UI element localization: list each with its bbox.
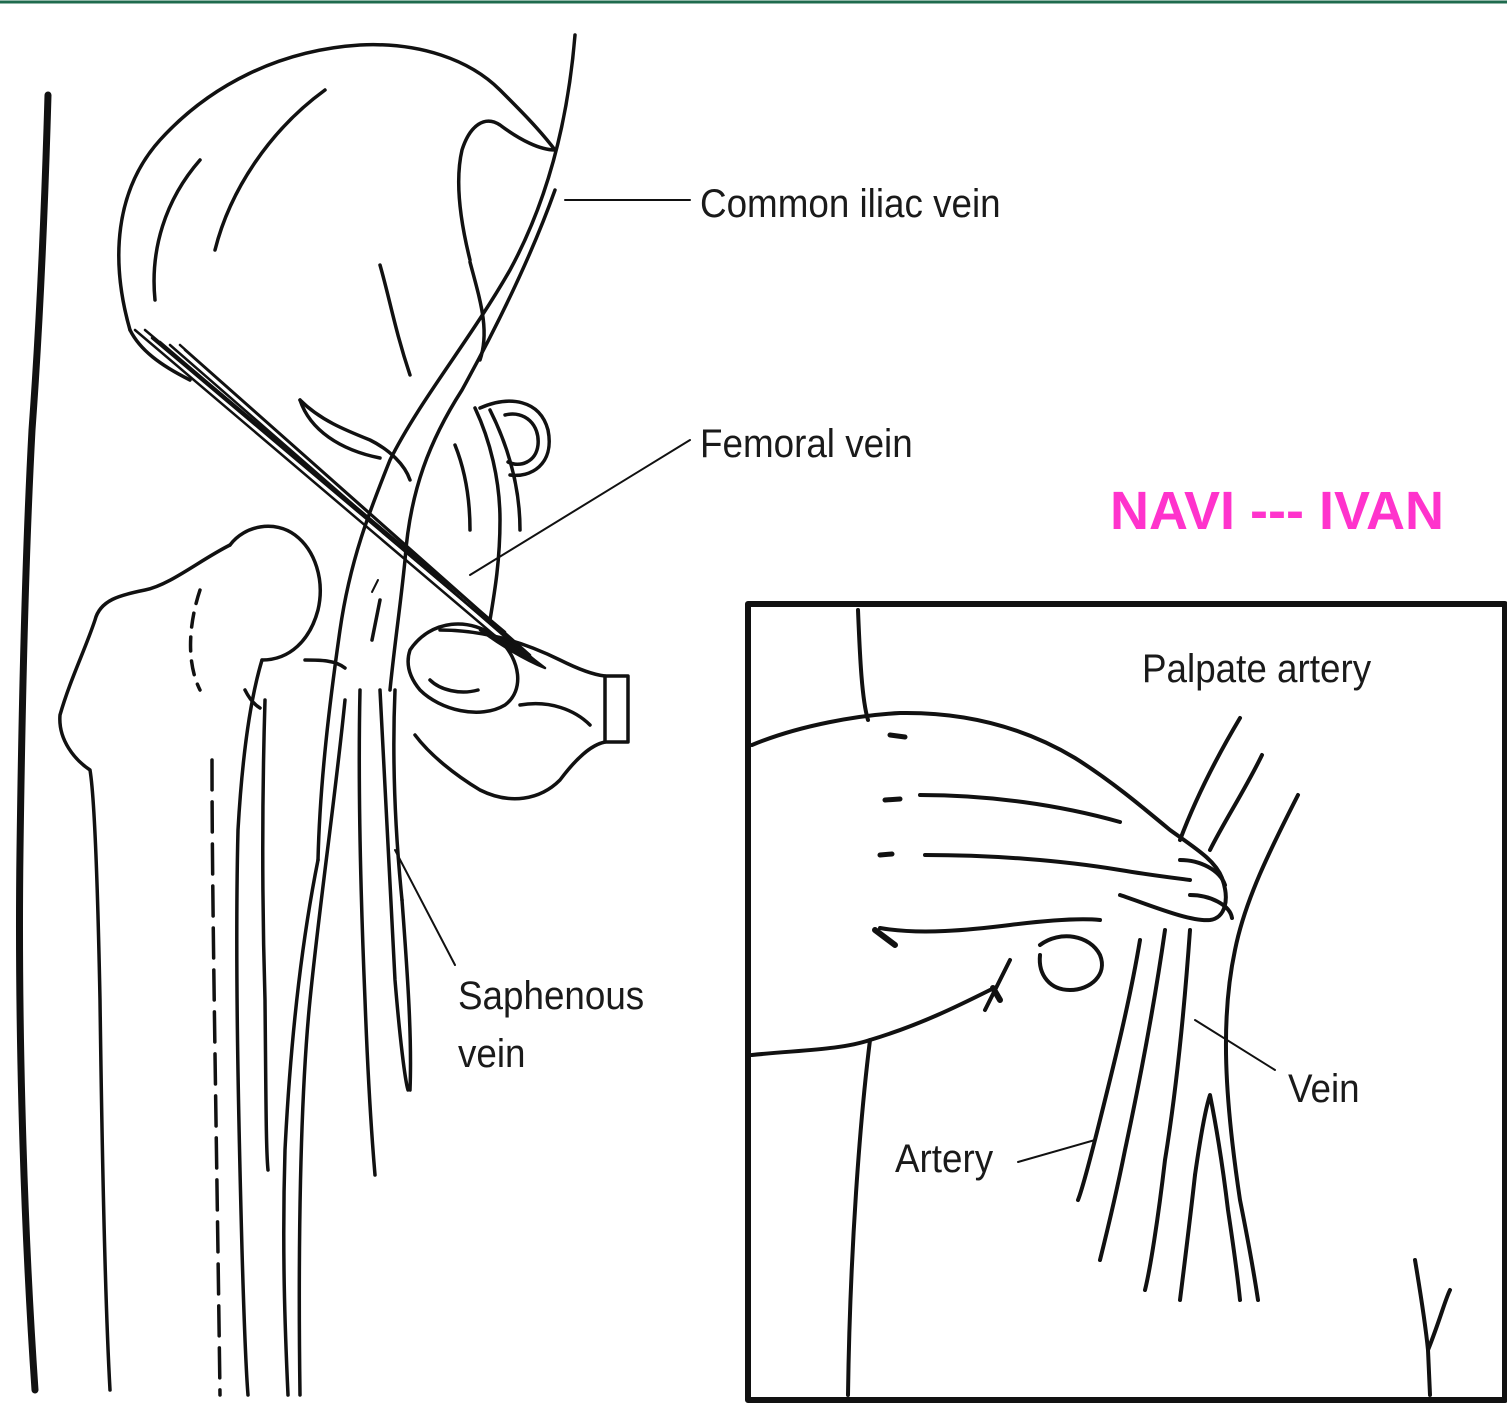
- label-artery: Artery: [895, 1135, 993, 1183]
- inset-panel: [748, 604, 1505, 1400]
- pelvis: [119, 45, 628, 799]
- label-palpate-artery: Palpate artery: [1142, 645, 1371, 693]
- leader-lines: [372, 200, 690, 965]
- label-common-iliac-vein: Common iliac vein: [700, 180, 1001, 228]
- label-vein: Vein: [1288, 1065, 1360, 1113]
- mnemonic-text: NAVI --- IVAN: [1110, 484, 1444, 538]
- inguinal-ligament: [135, 330, 545, 668]
- label-saphenous-vein-line2: vein: [458, 1030, 526, 1078]
- body-outline-left: [20, 95, 48, 1390]
- label-femoral-vein: Femoral vein: [700, 420, 913, 468]
- femur: [60, 545, 262, 1395]
- label-saphenous-vein-line1: Saphenous: [458, 972, 644, 1020]
- vessels: [263, 35, 575, 1395]
